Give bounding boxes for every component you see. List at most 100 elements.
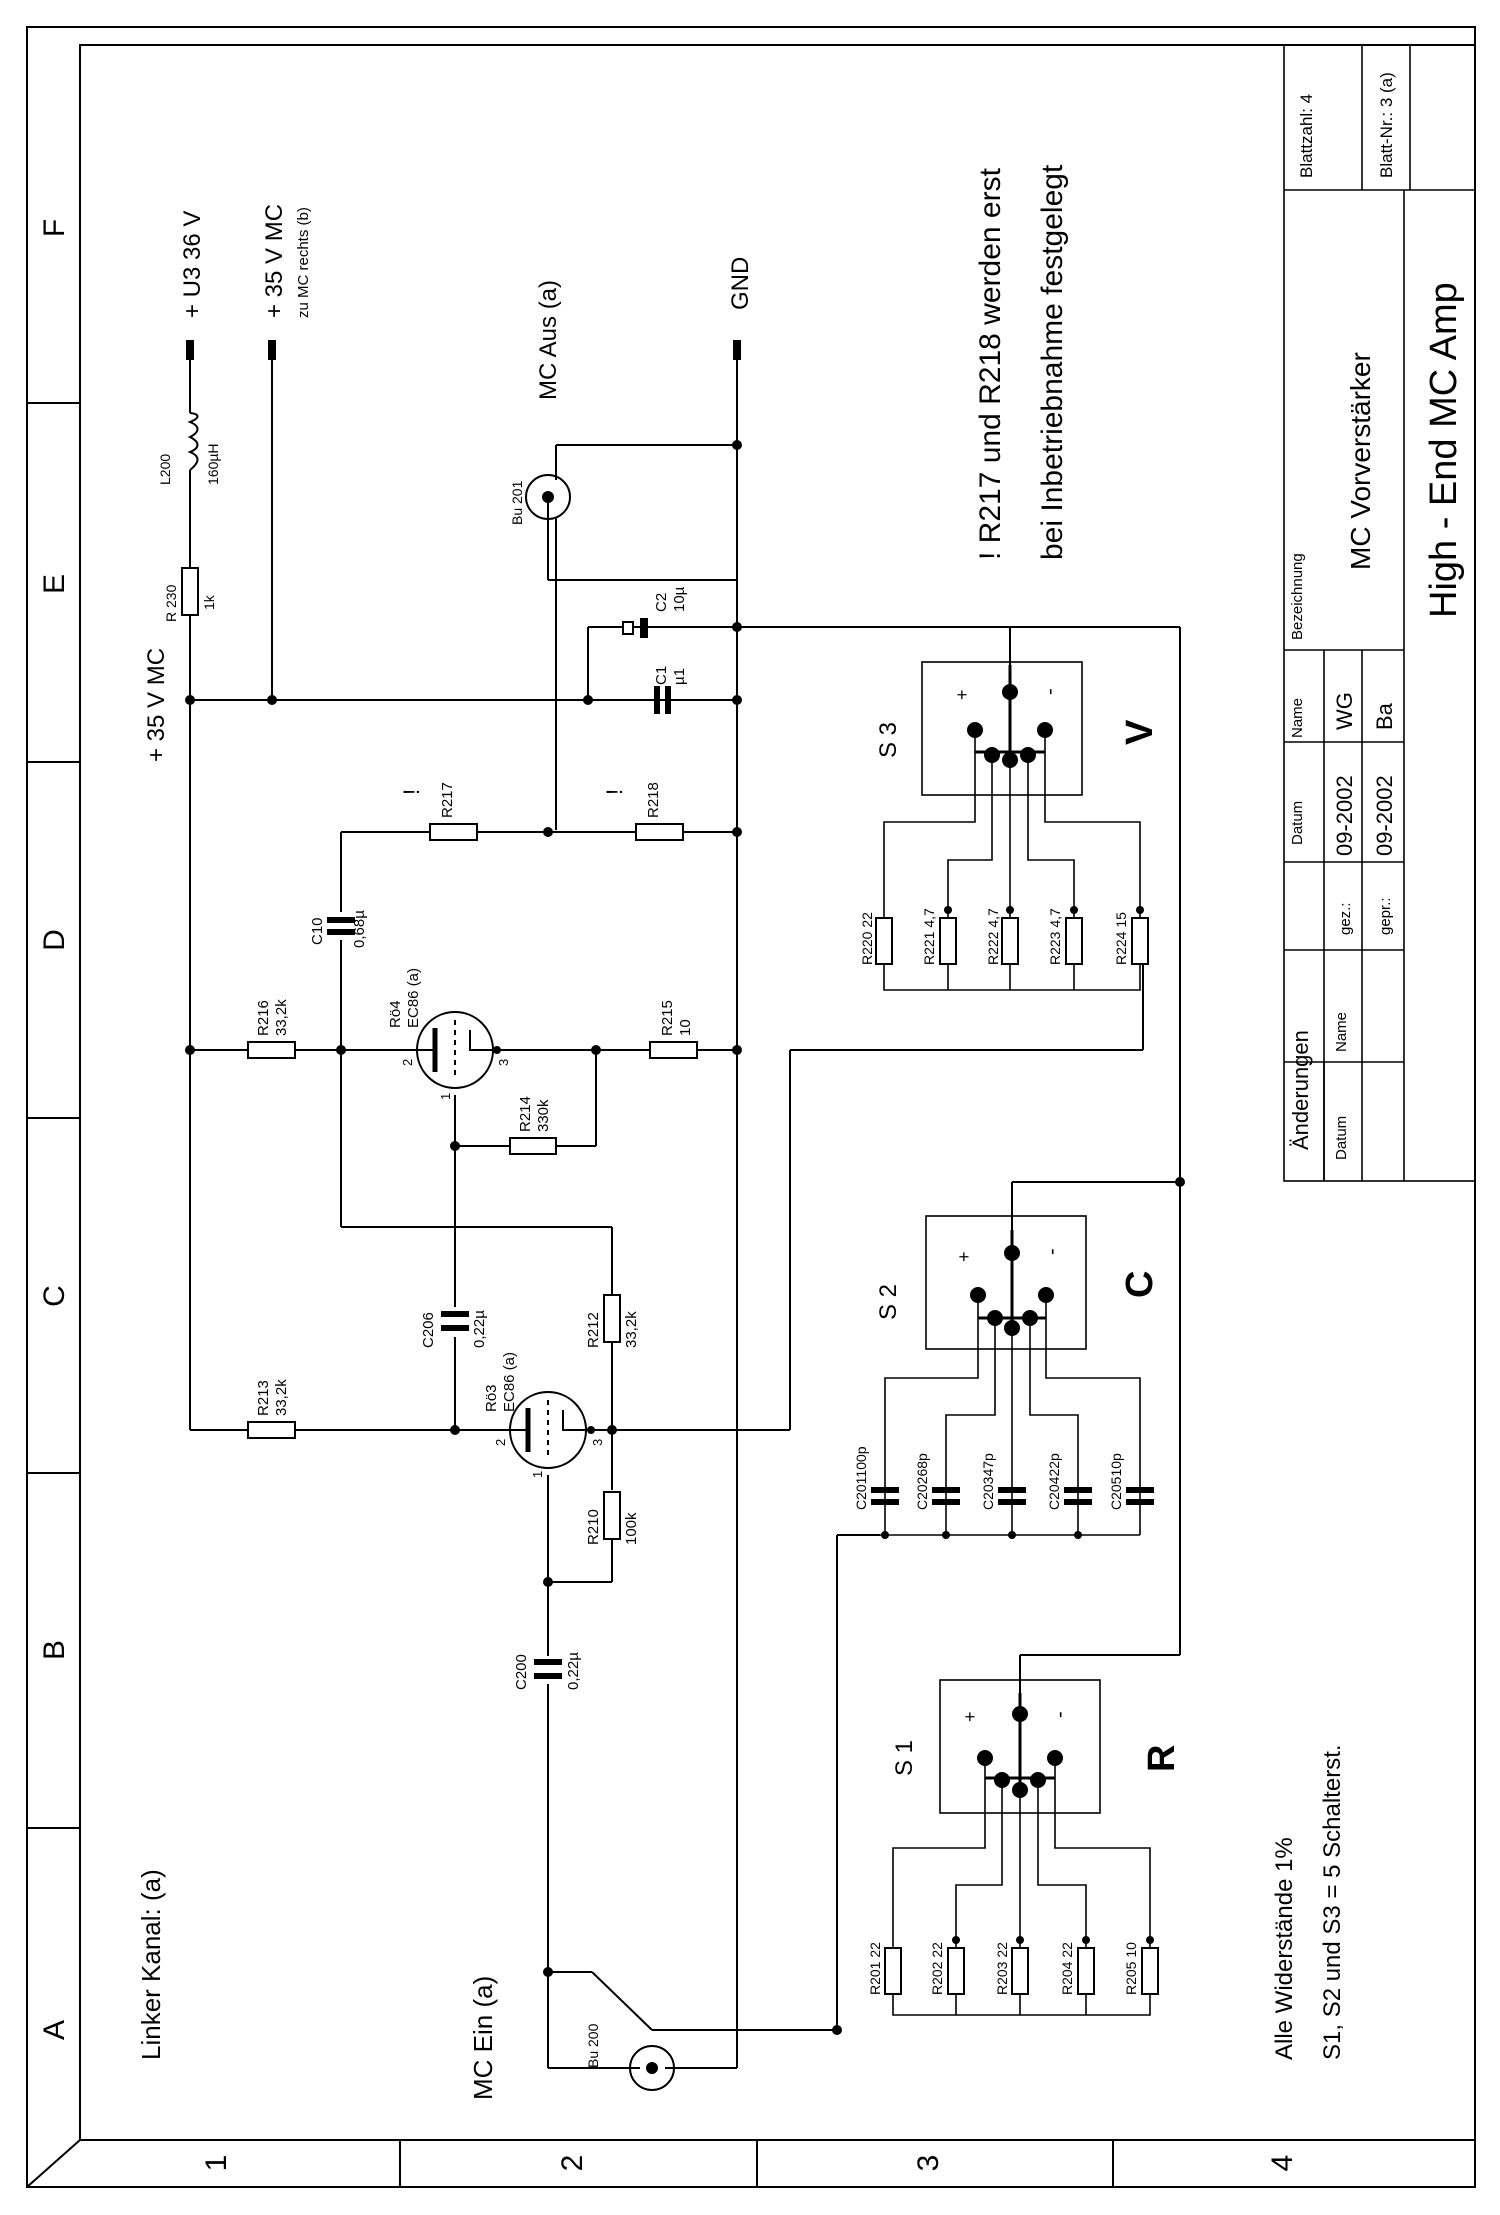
- ro4-pin3: 3: [496, 1059, 511, 1066]
- r201-label: R201 22: [867, 1942, 883, 1995]
- resistor-r212: R212 33,2k: [585, 1294, 640, 1348]
- r210-name: R210: [585, 1509, 602, 1545]
- r221-label: R221 4,7: [921, 908, 937, 965]
- r216-value: 33,2k: [273, 999, 290, 1036]
- rail-labels: + U3 36 V + 35 V MC zu MC rechts (b) + 3…: [143, 204, 754, 762]
- c204-label: C20422p: [1046, 1453, 1062, 1510]
- s2-plus: +: [954, 1251, 974, 1262]
- v35mc-label: + 35 V MC: [261, 204, 288, 318]
- zone-number-2: 2: [556, 2155, 589, 2172]
- v35mc-note: zu MC rechts (b): [295, 207, 312, 318]
- title-line2: High - End MC Amp: [1423, 282, 1465, 618]
- capacitor-c1: C1 µ1: [646, 666, 688, 714]
- name-wg: WG: [1332, 692, 1357, 730]
- inductor-l200: L200 160µH: [157, 412, 221, 485]
- ro4-pin2: 2: [400, 1059, 415, 1066]
- bu201-label: Bu 201: [509, 480, 525, 525]
- gnd-label: GND: [727, 257, 754, 310]
- s2-name: S 2: [875, 1284, 902, 1320]
- r217-mark: !: [399, 789, 424, 795]
- s3-minus: -: [1039, 688, 1061, 695]
- zone-number-3: 3: [912, 2155, 945, 2172]
- r203-label: R203 22: [994, 1942, 1010, 1995]
- resistor-r230: R 230 1k: [163, 567, 217, 622]
- u3-label: + U3 36 V: [179, 211, 206, 318]
- c201-label: C201100p: [853, 1446, 869, 1510]
- header-datum: Datum: [1289, 801, 1306, 845]
- r213-name: R213: [255, 1380, 272, 1416]
- rail-terminals: [186, 340, 741, 360]
- aenderungen-name: Name: [1333, 1012, 1350, 1052]
- c2-value: 10µ: [671, 586, 688, 612]
- l200-value: 160µH: [205, 443, 221, 485]
- zone-letter-d: D: [38, 929, 71, 951]
- capacitor-c206: C206 0,22µ: [420, 1310, 488, 1348]
- s3-resistor-ladder: R220 22 R221 4,7 R222 4,7 R223 4,7 R224 …: [859, 906, 1149, 991]
- resistor-note: Alle Widerstände 1%: [1271, 1837, 1298, 2060]
- resistor-r218: R218 !: [602, 782, 684, 841]
- r214-value: 330k: [535, 1099, 552, 1132]
- c1-name: C1: [653, 666, 670, 685]
- drawing-frame: [26, 26, 1476, 2188]
- zone-letter-c: C: [38, 1285, 71, 1307]
- zone-letters: A B C D E F: [38, 219, 71, 2040]
- wiring: [189, 358, 1181, 2069]
- c206-name: C206: [420, 1312, 437, 1348]
- junction-dots: [185, 440, 1185, 2035]
- ro3-name: Rö3: [483, 1384, 500, 1412]
- r214-name: R214: [517, 1096, 534, 1132]
- resistor-r215: R215 10: [649, 1000, 698, 1059]
- r218-mark: !: [602, 789, 627, 795]
- bezeichnung-label: Bezeichnung: [1289, 553, 1306, 640]
- aenderungen-datum: Datum: [1333, 1116, 1350, 1160]
- ro3-pin2: 2: [493, 1439, 508, 1446]
- capacitor-c10: C10 0,68µ: [309, 910, 368, 948]
- v35-left-label: + 35 V MC: [143, 648, 170, 762]
- s1-plus: +: [960, 1711, 980, 1722]
- tube-ro3: Rö3 EC86 (a) 2 1 3: [455, 1352, 605, 1478]
- ro3-pin3: 3: [590, 1439, 605, 1446]
- bu200-label: Bu 200: [585, 2023, 601, 2068]
- c1-value: µ1: [671, 668, 688, 685]
- c202-label: C20268p: [914, 1453, 930, 1510]
- switch-note: S1, S2 und S3 = 5 Schalterst.: [1319, 1744, 1346, 2060]
- r224-label: R224 15: [1113, 912, 1129, 965]
- aenderungen-label: Änderungen: [1288, 1030, 1313, 1150]
- zone-numbers: 1 2 3 4: [200, 2155, 1299, 2172]
- r218-name: R218: [645, 782, 662, 818]
- s3-label: V: [1119, 719, 1161, 745]
- ro3-pin1: 1: [530, 1471, 545, 1478]
- s3-name: S 3: [875, 722, 902, 758]
- s2-minus: -: [1041, 1248, 1063, 1255]
- zone-letter-f: F: [38, 219, 71, 237]
- r215-name: R215: [659, 1000, 676, 1036]
- r217-name: R217: [439, 782, 456, 818]
- c203-label: C20347p: [980, 1453, 996, 1510]
- resistor-r216: R216 33,2k: [247, 999, 296, 1059]
- switch-s2: + - S 2 C: [875, 1215, 1161, 1490]
- date-gez: 09-2002: [1332, 775, 1357, 856]
- r213-value: 33,2k: [273, 1379, 290, 1416]
- zone-number-4: 4: [1266, 2155, 1299, 2172]
- mc-aus-label: MC Aus (a): [535, 280, 562, 400]
- c200-value: 0,22µ: [565, 1652, 582, 1690]
- r205-label: R205 10: [1123, 1942, 1139, 1995]
- s1-name: S 1: [891, 1740, 918, 1776]
- zone-letter-a: A: [38, 2020, 71, 2040]
- ro4-type: EC86 (a): [405, 968, 422, 1028]
- s1-minus: -: [1049, 1711, 1071, 1718]
- resistor-r217: R217 !: [399, 782, 478, 841]
- zone-letter-e: E: [38, 574, 71, 594]
- r222-label: R222 4,7: [985, 908, 1001, 965]
- s1-resistor-ladder: R201 22 R202 22 R203 22 R204 22 R205 10: [867, 1936, 1159, 2016]
- title-line1: MC Vorverstärker: [1345, 352, 1376, 570]
- c206-value: 0,22µ: [471, 1310, 488, 1348]
- date-gepr: 09-2002: [1372, 775, 1397, 856]
- ro3-type: EC86 (a): [501, 1352, 518, 1412]
- s2-capacitor-ladder: C201100p C20268p C20347p C20422p C20510p: [853, 1446, 1154, 1539]
- switch-s1: + - S 1 R: [891, 1679, 1183, 1940]
- jack-bu200: Bu 200: [585, 2023, 675, 2091]
- r202-label: R202 22: [929, 1942, 945, 1995]
- r212-name: R212: [585, 1312, 602, 1348]
